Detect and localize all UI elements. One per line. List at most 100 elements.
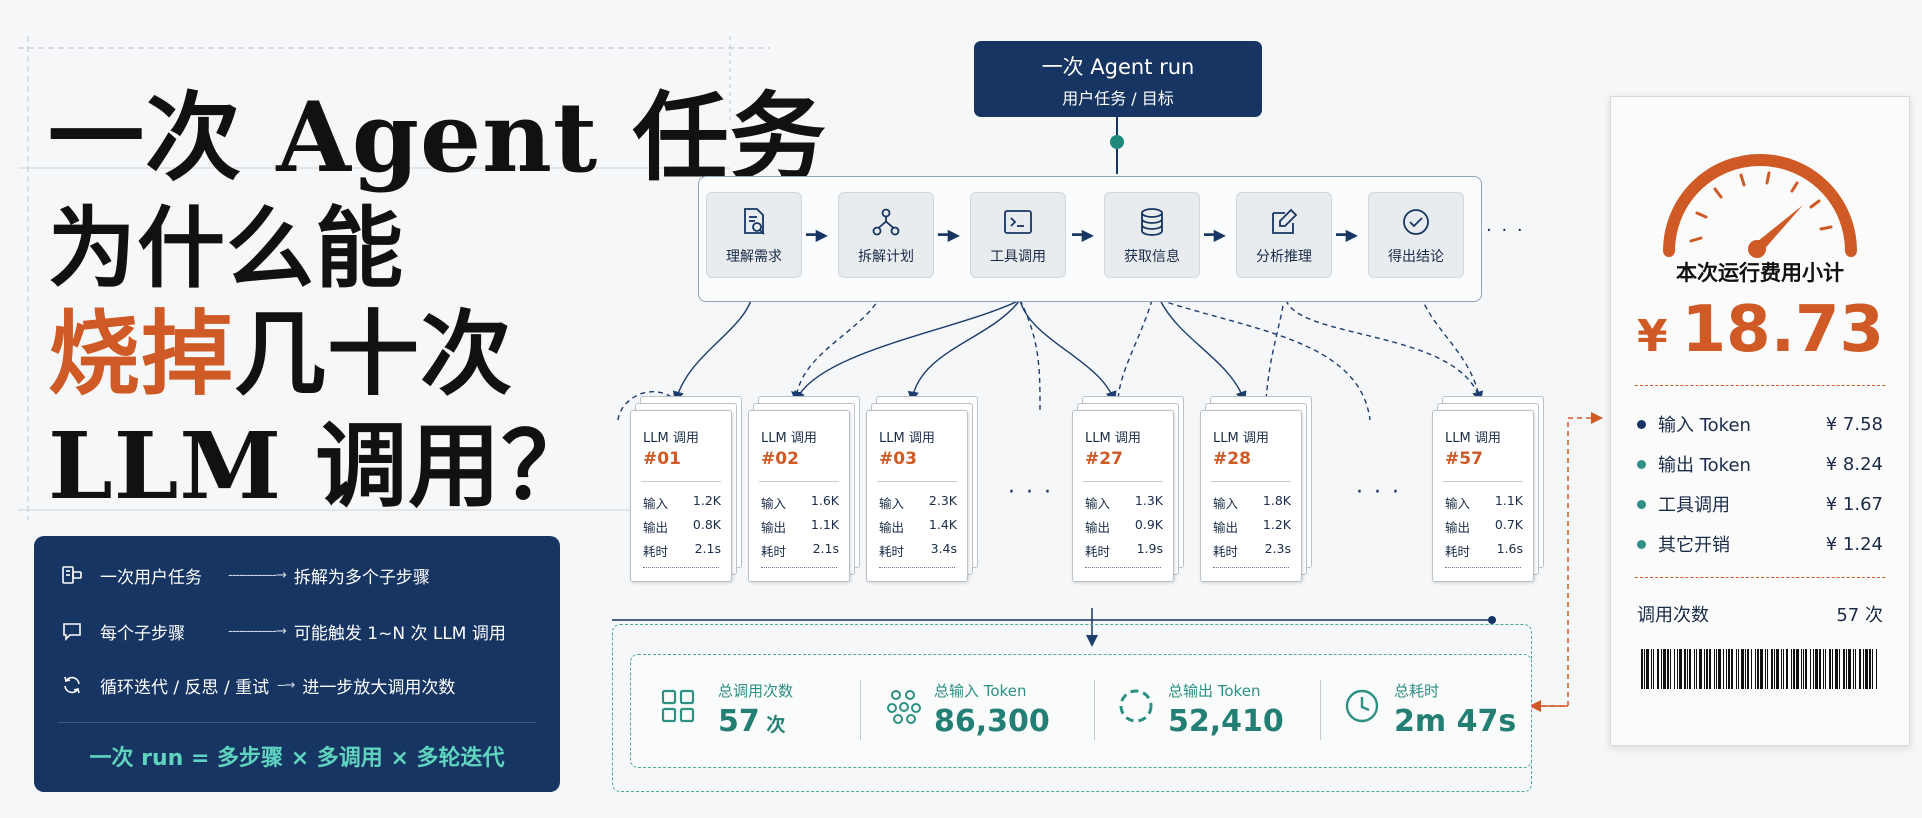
stat-total-calls: 总调用次数 57 次 [660,670,860,750]
card-row-output: 输出 1.2K [1213,517,1291,536]
stat-divider [1320,680,1321,740]
row-label: 耗时 [643,544,669,559]
info-arrow: -------------→ [228,623,287,639]
stat-divider [1094,680,1095,740]
step-plan: 拆解计划 [838,192,934,278]
row-label: 输入 [1085,496,1111,511]
card-separator [1083,481,1163,482]
card-row-output: 输出 0.7K [1445,517,1523,536]
dashed-circle-icon [1119,689,1153,723]
step-analyze: 分析推理 [1236,192,1332,278]
stat-number: 2m 47s [1394,704,1517,739]
title-line-3: 烧掉几十次 [48,280,513,413]
card-dots [879,567,955,568]
row-value: 2.1s [812,541,839,556]
row-value: 1.3K [1134,493,1163,508]
stat-label: 总调用次数 [718,682,794,700]
cycle-icon [58,672,86,698]
cards-ellipsis: · · · [1008,480,1053,505]
row-label: 耗时 [761,544,787,559]
title-line-1: 一次 Agent 任务 [48,81,827,194]
item-amount: ¥ 1.67 [1825,493,1883,515]
step-arrow: ━▶ [1204,225,1226,244]
step-understand: 理解需求 [706,192,802,278]
row-label: 耗时 [1445,544,1471,559]
step-label: 得出结论 [1388,249,1444,265]
row-label: 输入 [1213,496,1239,511]
stat-label: 总输入 Token [934,682,1027,700]
chat-bubble-icon [58,618,86,644]
row-label: 输出 [1213,520,1239,535]
legend-dot [1637,499,1646,509]
stat-value: 52,410 [1168,704,1284,739]
row-value: 2.3K [928,493,957,508]
task-icon [58,562,86,588]
calls-label: 调用次数 [1637,605,1709,626]
card-number: #02 [761,449,799,469]
step-arrow: ━▶ [1072,225,1094,244]
run-subtitle: 用户任务 / 目标 [1062,89,1174,108]
stat-label: 总输出 Token [1168,682,1261,700]
row-label: 输入 [879,496,905,511]
receipt-total: ¥18.73 [1637,293,1884,367]
card-separator [877,481,957,482]
info-row: 一次用户任务 -------------→ 拆解为多个子步骤 [58,560,548,590]
grid-icon [661,689,695,723]
card-row-input: 输入 1.8K [1213,493,1291,512]
title-line-4: LLM 调用？ [48,412,595,520]
card-separator [1443,481,1523,482]
item-name: 工具调用 [1658,495,1730,516]
info-to: 拆解为多个子步骤 [293,567,430,588]
row-value: 1.9s [1136,541,1163,556]
row-value: 1.1K [810,517,839,532]
receipt-title: 本次运行费用小计 [1676,261,1844,285]
row-value: 1.4K [928,517,957,532]
calls-value: 57 次 [1836,605,1883,626]
row-label: 耗时 [879,544,905,559]
card-separator [1211,481,1291,482]
steps-more: · · · [1486,220,1525,241]
row-label: 耗时 [1085,544,1111,559]
row-value: 1.2K [692,493,721,508]
row-value: 1.6s [1496,541,1523,556]
explanation-box: 一次用户任务 -------------→ 拆解为多个子步骤 每个子步骤 ---… [34,536,560,792]
receipt-calls-row: 调用次数 57 次 [1637,601,1883,627]
row-value: 1.8K [1262,493,1291,508]
row-label: 输出 [1445,520,1471,535]
card-dots [1213,567,1289,568]
card-title: LLM 调用 [761,431,817,446]
card-row-input: 输入 2.3K [879,493,957,512]
step-arrow: ━▶ [1336,225,1358,244]
check-circle-icon [1403,209,1429,235]
legend-dot [1637,459,1646,469]
card-title: LLM 调用 [1085,431,1141,446]
row-label: 输入 [1445,496,1471,511]
item-amount: ¥ 8.24 [1825,453,1883,475]
card-title: LLM 调用 [1213,431,1269,446]
card-number: #01 [643,449,681,469]
row-value: 0.7K [1494,517,1523,532]
card-title: LLM 调用 [1445,431,1501,446]
steps-panel [698,176,1482,302]
step-fetch-info: 获取信息 [1104,192,1200,278]
stat-unit: 次 [759,714,786,736]
token-cluster-icon [887,690,921,724]
card-number: #28 [1213,449,1251,469]
card-number: #03 [879,449,917,469]
info-row: 每个子步骤 -------------→ 可能触发 1~N 次 LLM 调用 [58,616,548,646]
item-amount: ¥ 1.24 [1825,533,1883,555]
row-value: 1.2K [1262,517,1291,532]
